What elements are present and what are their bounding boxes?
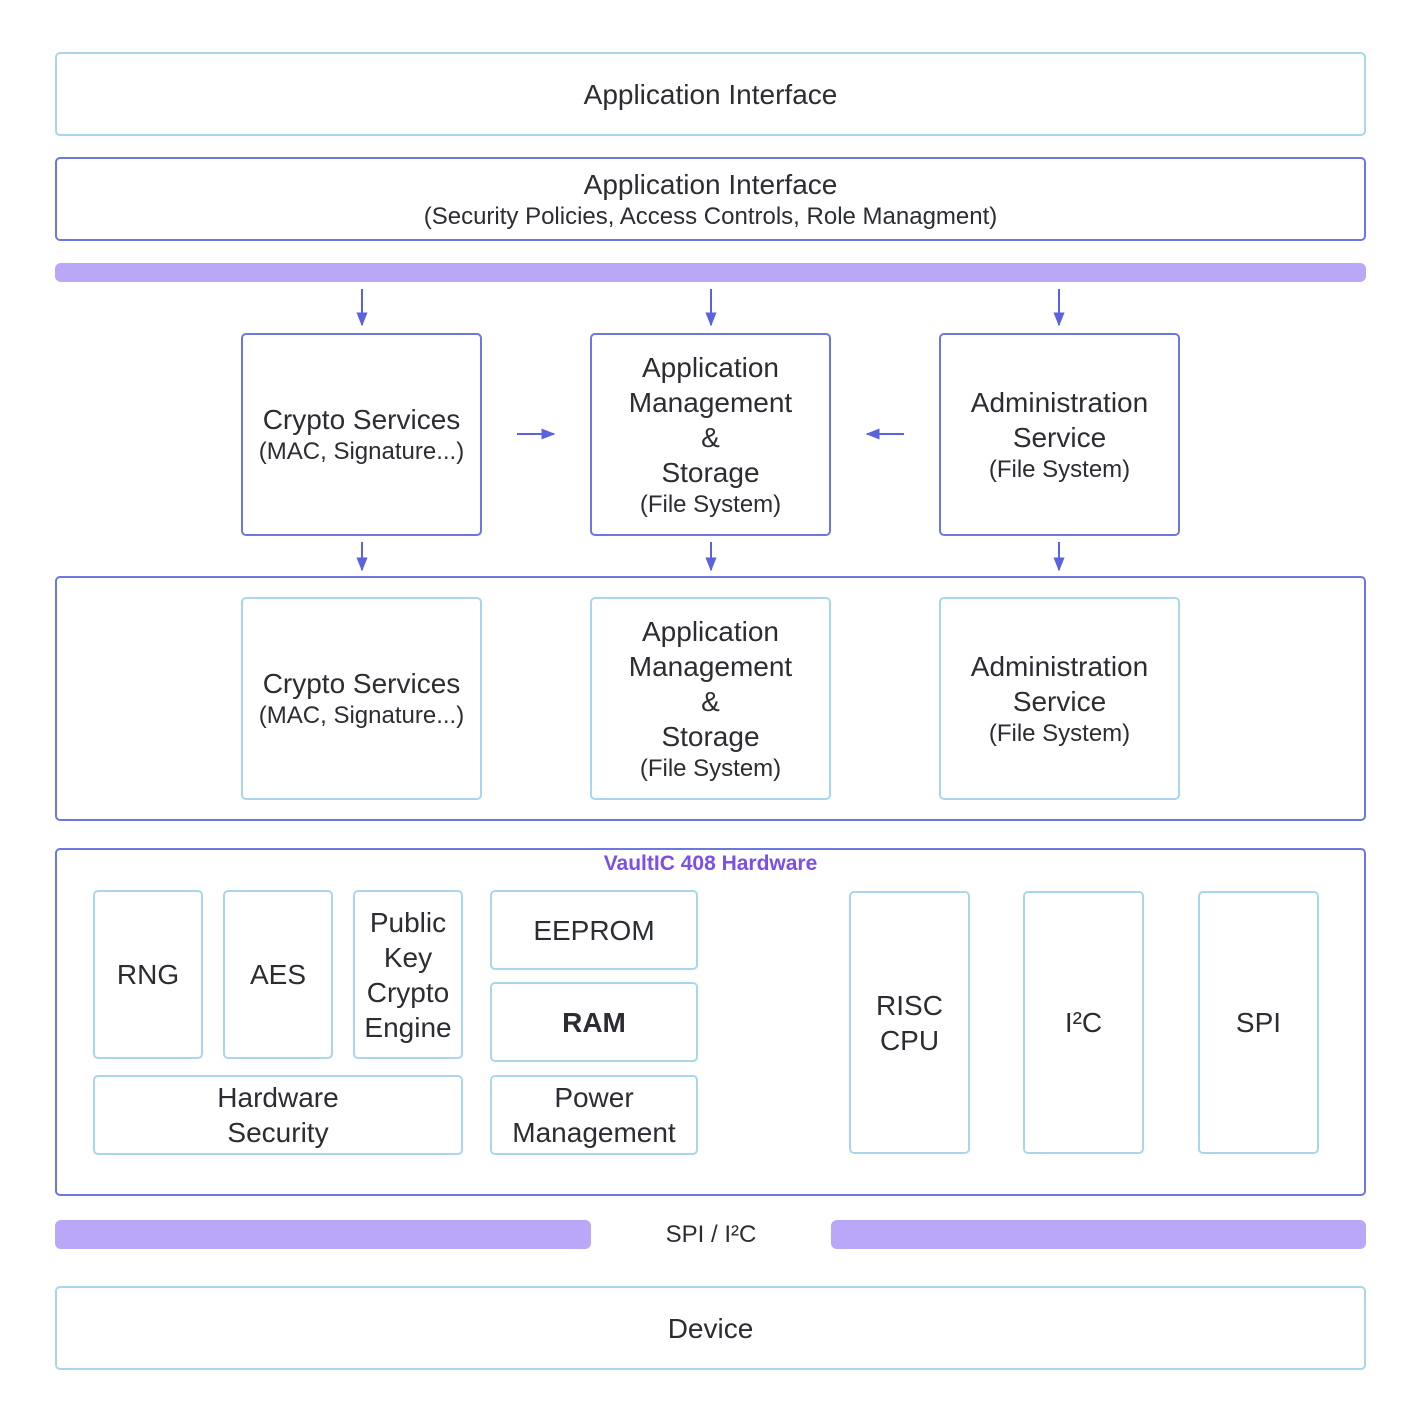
app-management-subtitle: (File System) xyxy=(639,490,782,518)
admin-service-lower-line2: Service xyxy=(1012,685,1107,717)
public-key-line4: Engine xyxy=(364,1011,452,1043)
admin-service-box: Administration Service (File System) xyxy=(939,333,1180,536)
bus-label: SPI / I²C xyxy=(665,1221,757,1248)
crypto-services-lower-subtitle: (MAC, Signature...) xyxy=(258,702,465,729)
i2c-label: I²C xyxy=(1064,1007,1103,1038)
i2c-box: I²C xyxy=(1023,891,1144,1154)
power-management-line1: Power xyxy=(554,1082,634,1113)
admin-service-lower-subtitle: (File System) xyxy=(988,719,1131,747)
policy-interface-subtitle: (Security Policies, Access Controls, Rol… xyxy=(423,202,998,230)
spi-box: SPI xyxy=(1198,891,1319,1154)
crypto-services-lower-box: Crypto Services (MAC, Signature...) xyxy=(241,597,482,800)
application-interface-title: Application Interface xyxy=(583,78,838,110)
public-key-box: Public Key Crypto Engine xyxy=(353,890,463,1059)
hardware-security-line1: Hardware xyxy=(217,1082,339,1113)
crypto-services-subtitle: (MAC, Signature...) xyxy=(258,438,465,465)
admin-service-line1: Administration xyxy=(970,386,1149,418)
device-title: Device xyxy=(667,1312,754,1344)
ram-box: RAM xyxy=(490,982,698,1062)
application-interface-box: Application Interface xyxy=(55,52,1366,136)
device-box: Device xyxy=(55,1286,1366,1370)
app-management-box: Application Management & Storage (File S… xyxy=(590,333,831,536)
app-management-lower-line2: Management xyxy=(628,650,793,682)
app-management-lower-subtitle: (File System) xyxy=(639,754,782,782)
admin-service-subtitle: (File System) xyxy=(988,455,1131,483)
app-management-lower-line4: Storage xyxy=(661,720,760,752)
ram-label: RAM xyxy=(562,1006,626,1038)
spi-label: SPI xyxy=(1235,1007,1282,1038)
bus-bar-right xyxy=(831,1220,1366,1249)
rng-label: RNG xyxy=(116,959,180,990)
risc-cpu-line2: CPU xyxy=(879,1024,940,1056)
policy-interface-box: Application Interface (Security Policies… xyxy=(55,157,1366,241)
app-management-line4: Storage xyxy=(661,456,760,488)
crypto-services-title: Crypto Services xyxy=(262,404,461,435)
power-management-line2: Management xyxy=(512,1117,676,1148)
public-key-line2: Key xyxy=(383,941,433,973)
top-bus-bar xyxy=(55,263,1366,282)
crypto-services-lower-title: Crypto Services xyxy=(262,668,461,699)
app-management-line3: & xyxy=(701,421,720,453)
app-management-lower-box: Application Management & Storage (File S… xyxy=(590,597,831,800)
app-management-line2: Management xyxy=(628,386,793,418)
policy-interface-title: Application Interface xyxy=(583,168,838,200)
admin-service-lower-line1: Administration xyxy=(970,650,1149,682)
risc-cpu-line1: RISC xyxy=(876,989,943,1021)
power-management-box: Power Management xyxy=(490,1075,698,1155)
admin-service-lower-box: Administration Service (File System) xyxy=(939,597,1180,800)
app-management-lower-line1: Application xyxy=(642,615,779,647)
app-management-lower-line3: & xyxy=(701,685,720,717)
aes-box: AES xyxy=(223,890,333,1059)
public-key-line3: Crypto xyxy=(366,976,450,1008)
app-management-line1: Application xyxy=(642,351,779,383)
bus-bar-left xyxy=(55,1220,591,1249)
admin-service-line2: Service xyxy=(1012,421,1107,453)
hardware-title: VaultIC 408 Hardware xyxy=(603,852,818,875)
risc-cpu-box: RISC CPU xyxy=(849,891,970,1154)
eeprom-box: EEPROM xyxy=(490,890,698,970)
hardware-security-line2: Security xyxy=(227,1117,329,1148)
rng-box: RNG xyxy=(93,890,203,1059)
hardware-security-box: Hardware Security xyxy=(93,1075,463,1155)
eeprom-label: EEPROM xyxy=(533,914,655,946)
public-key-line1: Public xyxy=(369,906,447,938)
crypto-services-box: Crypto Services (MAC, Signature...) xyxy=(241,333,482,536)
aes-label: AES xyxy=(249,959,307,990)
